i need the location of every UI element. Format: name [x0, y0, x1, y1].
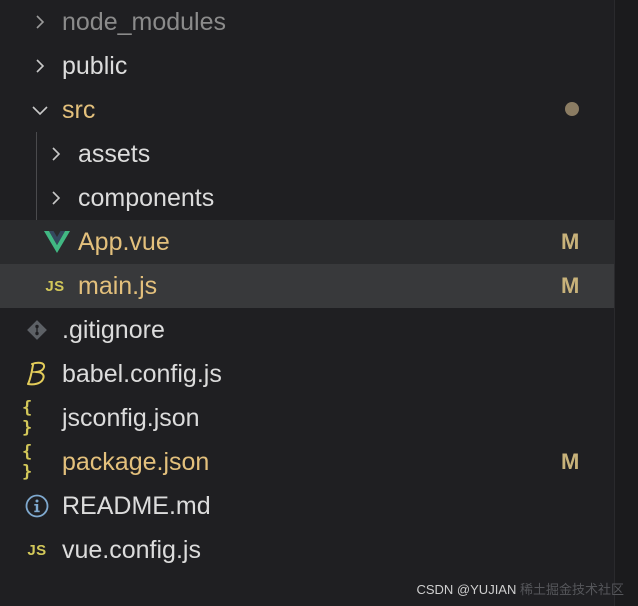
git-status-badge: M: [561, 449, 580, 474]
tree-item-label: main.js: [78, 272, 158, 300]
tree-item-label: package.json: [62, 448, 210, 476]
tree-item-main-js[interactable]: JS main.js M: [0, 264, 614, 308]
watermark-text: CSDN @YUJIAN: [416, 582, 517, 597]
git-status-badge: M: [561, 229, 580, 254]
json-icon: { }: [22, 442, 34, 482]
chevron-down-icon[interactable]: [31, 102, 48, 118]
tree-item-readme[interactable]: README.md: [0, 484, 614, 528]
tree-item-label: babel.config.js: [62, 360, 222, 388]
tree-item-label: components: [78, 184, 215, 212]
tree-item-label: src: [62, 96, 96, 124]
tree-item-label: README.md: [62, 492, 211, 520]
watermark-faint-text: 稀土掘金技术社区: [519, 582, 624, 597]
tree-item-package-json[interactable]: { } package.json M: [0, 440, 614, 484]
tree-item-label: assets: [78, 140, 151, 168]
tree-item-src[interactable]: src: [0, 88, 614, 132]
tree-item-label: public: [62, 52, 128, 80]
tree-item-label: App.vue: [78, 228, 170, 256]
tree-item-babel-config[interactable]: babel.config.js: [0, 352, 614, 396]
tree-item-node-modules[interactable]: node_modules: [0, 0, 614, 44]
tree-item-jsconfig-json[interactable]: { } jsconfig.json: [0, 396, 614, 440]
babel-icon: [24, 361, 50, 387]
chevron-right-icon[interactable]: [32, 14, 48, 30]
tree-item-label: node_modules: [62, 8, 227, 36]
chevron-right-icon[interactable]: [48, 190, 64, 206]
info-icon: [24, 493, 50, 519]
chevron-right-icon[interactable]: [32, 58, 48, 74]
git-icon: [24, 317, 50, 343]
git-status-badge: M: [561, 273, 580, 298]
tree-item-vue-config[interactable]: JS vue.config.js: [0, 528, 614, 572]
tree-item-label: .gitignore: [62, 316, 165, 344]
json-icon: { }: [22, 398, 34, 438]
tree-item-public[interactable]: public: [0, 44, 614, 88]
tree-item-gitignore[interactable]: .gitignore: [0, 308, 614, 352]
tree-item-components[interactable]: components: [0, 176, 614, 220]
javascript-icon: JS: [45, 277, 65, 295]
vue-icon: [44, 229, 70, 255]
modified-dot-icon: [565, 102, 579, 116]
chevron-right-icon[interactable]: [48, 146, 64, 162]
tree-item-label: vue.config.js: [62, 536, 201, 564]
tree-item-assets[interactable]: assets: [0, 132, 614, 176]
tree-item-label: jsconfig.json: [62, 404, 200, 432]
tree-item-app-vue[interactable]: App.vue M: [0, 220, 614, 264]
javascript-icon: JS: [27, 541, 47, 559]
scrollbar[interactable]: [614, 0, 638, 606]
watermark: CSDN @YUJIAN 稀土掘金技术社区: [416, 579, 624, 598]
